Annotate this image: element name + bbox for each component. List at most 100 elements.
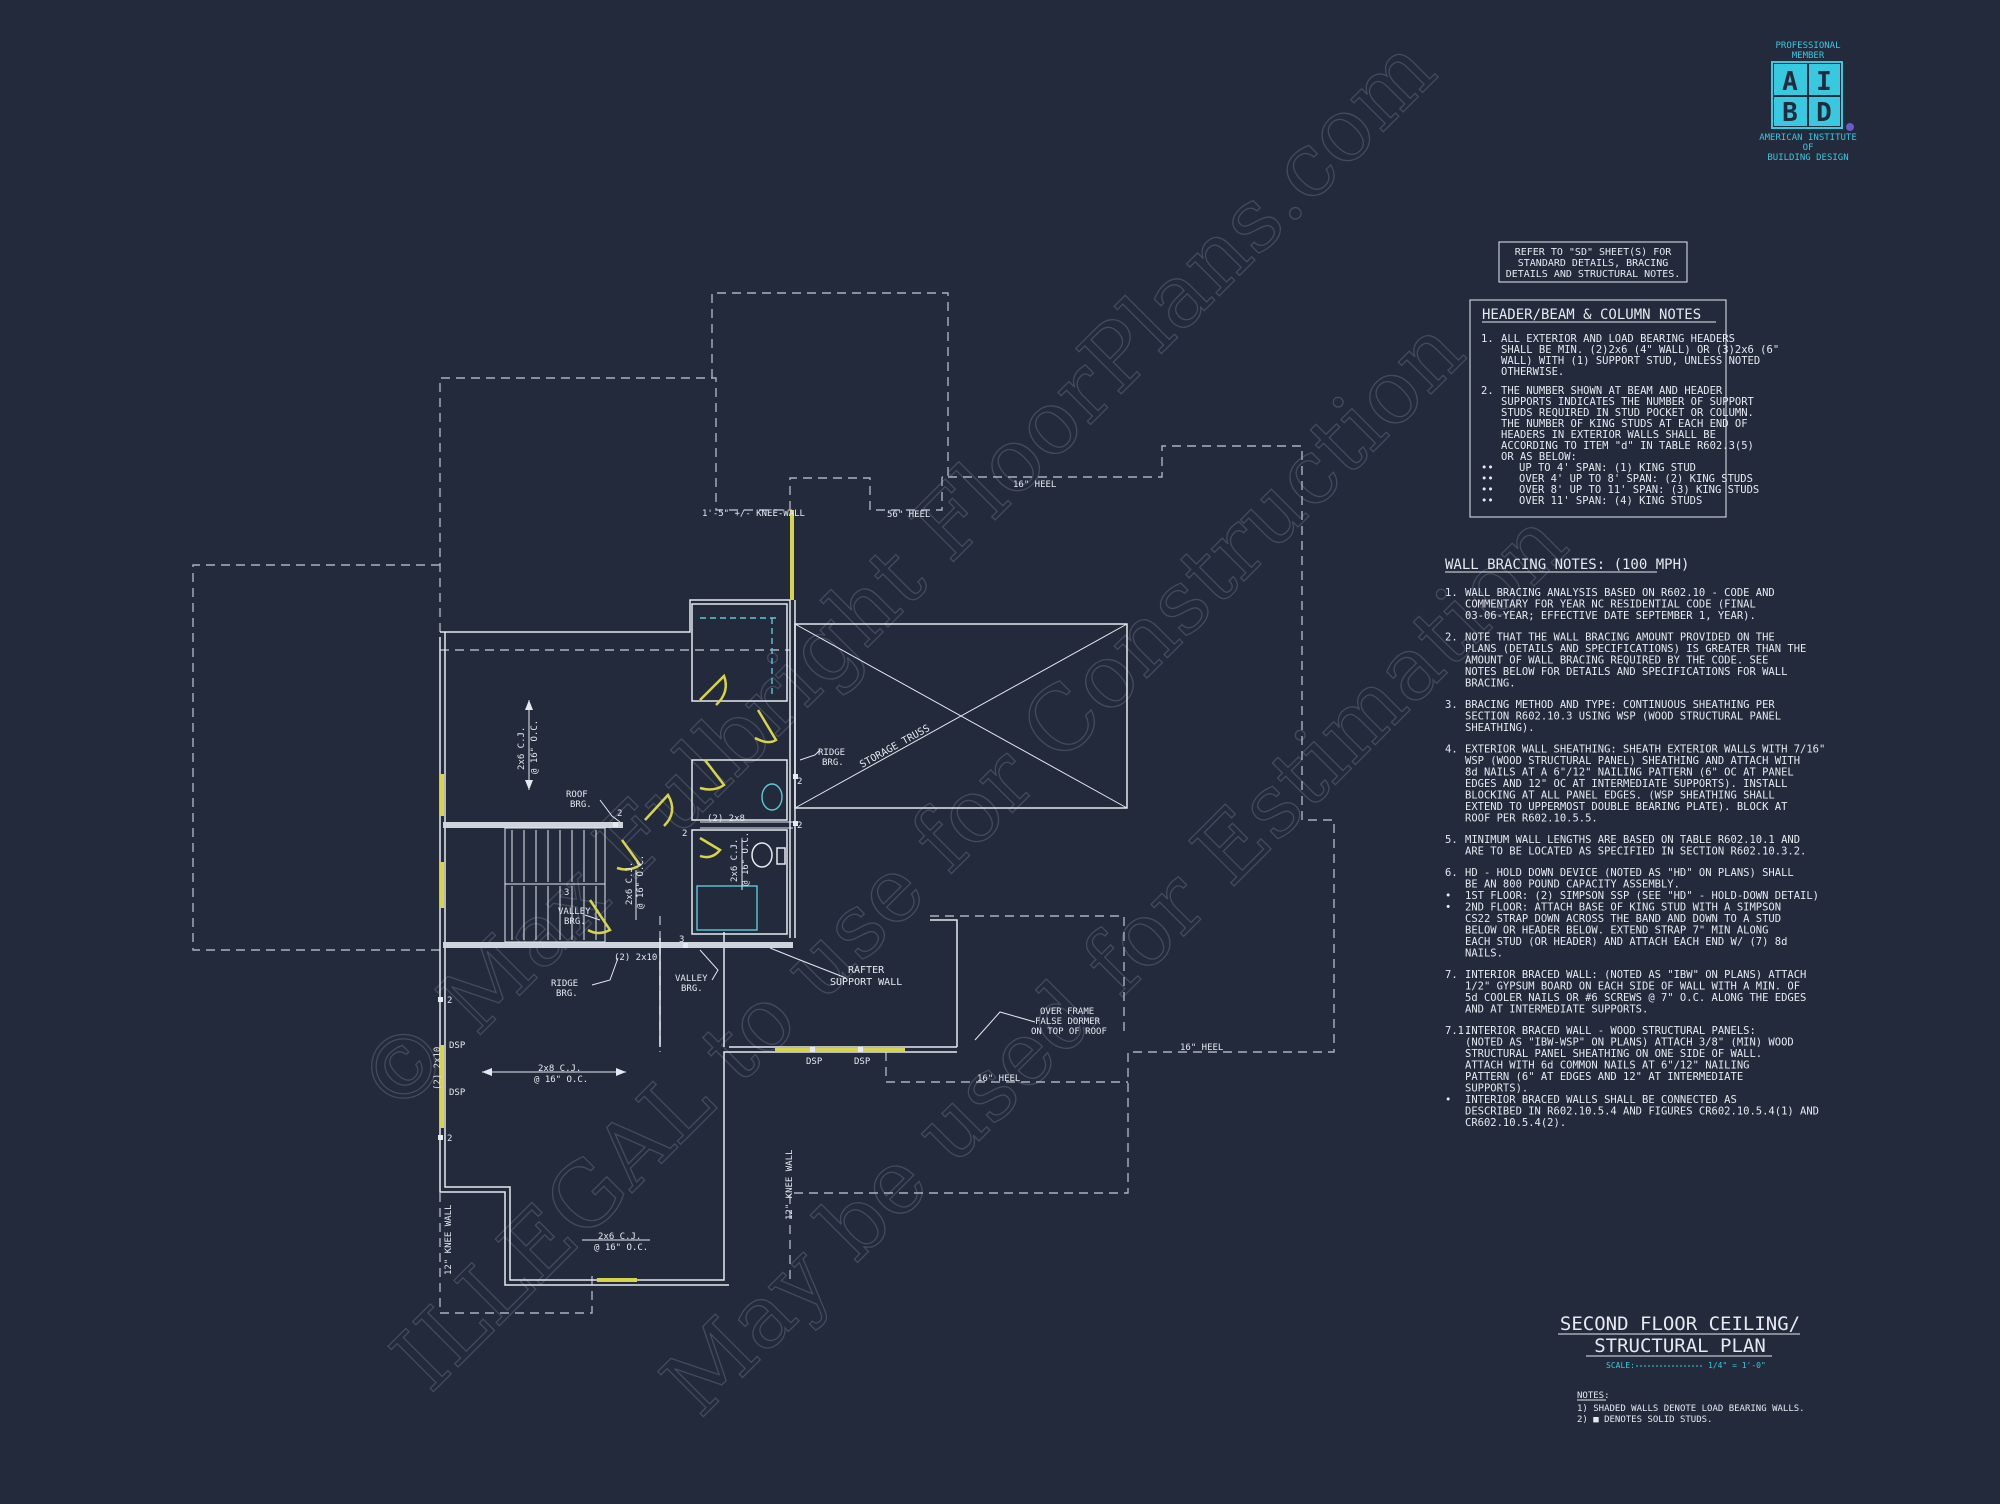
bracing-note-line: ROOF PER R602.10.5.5. [1465,813,1598,825]
door-swings [587,673,778,935]
heel-16-right-label: 16" HEEL [1180,1043,1223,1053]
watermark-line-2: ILLEGAL to use for Construction [372,299,1483,1410]
beam-2x8-label: (2) 2x8 [707,814,745,824]
valley-brg-1-label: VALLEY [558,907,591,917]
bracing-note-line: 1ST FLOOR: (2) SIMPSON SSP (SEE "HD" - H… [1465,890,1819,902]
bracing-note-num: • [1445,890,1451,902]
over-frame-label-2: FALSE DORMER [1035,1017,1101,1027]
stairs [504,827,606,943]
bracing-note-line: INTERIOR BRACED WALL: (NOTED AS "IBW" ON… [1465,969,1806,981]
bracing-note-num: 7.1. [1445,1025,1470,1037]
bracing-note-line: WSP (WOOD STRUCTURAL PANEL) SHEATHING AN… [1465,755,1800,767]
bracing-note-line: NOTES BELOW FOR DETAILS AND SPECIFICATIO… [1465,666,1787,678]
plan-title-block: SECOND FLOOR CEILING/ STRUCTURAL PLAN SC… [1558,1313,1805,1425]
header-note-num: •• [1481,473,1494,485]
cj-mid-label-2: @ 16" O.C. [534,1075,588,1085]
refer-line-2: STANDARD DETAILS, BRACING [1518,258,1669,269]
valley-brg-2-label-2: BRG. [681,984,703,994]
bracing-note-line: ARE TO BE LOCATED AS SPECIFIED IN SECTIO… [1465,846,1806,858]
bracing-note-line: COMMENTARY FOR YEAR NC RESIDENTIAL CODE … [1465,599,1756,611]
beams [443,821,793,948]
bracing-note-num: 3. [1445,699,1458,711]
refer-line-3: DETAILS AND STRUCTURAL NOTES. [1506,269,1681,280]
roof-brg-label-2: BRG. [570,800,592,810]
header-note-line: STUDS REQUIRED IN STUD POCKET OR COLUMN. [1501,407,1754,419]
bracing-note-line: 5d COOLER NAILS OR #6 SCREWS @ 7" O.C. A… [1465,992,1806,1004]
dsp-label-1: DSP [449,1041,466,1051]
header-note-line: ALL EXTERIOR AND LOAD BEARING HEADERS [1501,333,1735,345]
watermark-line-1: © Max Fulbright FloorPlans.com [337,17,1455,1135]
bracing-note-line: PLANS (DETAILS AND SPECIFICATIONS) IS GR… [1465,643,1806,655]
header-note-num: 2. [1481,385,1494,397]
bracing-note-line: EDGES AND 12" OC AT INTERMEDIATE SUPPORT… [1465,778,1787,790]
bracing-note-num: 4. [1445,744,1458,756]
logo-letter-b: B [1782,98,1798,128]
bracing-note-num: 6. [1445,867,1458,879]
over-frame-label-3: ON TOP OF ROOF [1031,1027,1107,1037]
header-note-line: OR AS BELOW: [1501,451,1577,463]
bracing-note-line: CS22 STRAP DOWN ACROSS THE BAND AND DOWN… [1465,913,1781,925]
bracing-note-num: 1. [1445,587,1458,599]
rafter-label: RAFTER [848,965,885,976]
cj-arrows [482,700,743,1241]
bracing-note-line: CR602.10.5.4(2). [1465,1117,1566,1129]
wall-bracing-notes: WALL BRACING NOTES: (100 MPH) 1.WALL BRA… [1445,557,1825,1129]
plan-notes-title: NOTES: [1577,1391,1610,1401]
bracing-note-line: INTERIOR BRACED WALL - WOOD STRUCTURAL P… [1465,1025,1756,1037]
bracing-note-line: 8d NAILS AT A 6"/12" NAILING PATTERN (6"… [1465,767,1794,779]
plan-title-line-2: STRUCTURAL PLAN [1594,1335,1766,1357]
exterior-walls [439,599,958,1286]
logo-letter-a: A [1782,67,1798,97]
bracing-note-num: 2. [1445,632,1458,644]
logo-letter-i: I [1816,67,1832,97]
bracing-note-line: 2ND FLOOR: ATTACH BASE OF KING STUD WITH… [1465,902,1781,914]
ridge-brg-2-label-2: BRG. [556,989,578,999]
stud-count-5: 2 [447,996,452,1006]
bracing-note-line: 03-06-YEAR; EFFECTIVE DATE SEPTEMBER 1, … [1465,610,1756,622]
bracing-note-line: BELOW OR HEADER BELOW. EXTEND STRAP 7" M… [1465,925,1768,937]
valley-brg-2-label: VALLEY [675,974,708,984]
rafter-label-2: SUPPORT WALL [830,977,902,988]
cj-bottom-label: 2x6 C.J. [598,1232,641,1242]
over-frame-label: OVER FRAME [1040,1007,1094,1017]
bracing-note-line: EXTEND TO UPPERMOST DOUBLE BEARING PLATE… [1465,801,1788,813]
cj-mid-label: 2x8 C.J. [538,1064,581,1074]
plan-notes-line-2: 2) ■ DENOTES SOLID STUDS. [1577,1415,1712,1425]
knee-wall-left-label: 12" KNEE WALL [444,1205,454,1275]
header-note-num: •• [1481,495,1494,507]
bracing-note-line: INTERIOR BRACED WALLS SHALL BE CONNECTED… [1465,1094,1737,1106]
bracing-note-num: 5. [1445,834,1458,846]
logo-top-line-1: PROFESSIONAL [1775,41,1840,51]
cj-small-label: 2x6 C.J. [625,862,635,905]
ridge-brg-1-label-2: BRG. [822,758,844,768]
bracing-note-line: EACH STUD (OR HEADER) AND ATTACH EACH EN… [1465,936,1787,948]
stud-count-1: 2 [617,809,622,819]
watermark: © Max Fulbright FloorPlans.com ILLEGAL t… [336,17,1587,1436]
ridge-brg-2-label: RIDGE [551,979,578,989]
bracing-note-num: • [1445,902,1451,914]
heel-56-label: 56" HEEL [887,510,930,520]
stud-count-3: 2 [797,777,802,787]
bracing-note-line: PATTERN (6" AT EDGES AND 12" AT INTERMED… [1465,1071,1743,1083]
stud-count-2: 2 [682,829,687,839]
header-note-line: HEADERS IN EXTERIOR WALLS SHALL BE [1501,429,1716,441]
header-note-num: 1. [1481,333,1494,345]
header-note-line: THE NUMBER OF KING STUDS AT EACH END OF [1501,418,1748,430]
load-bearing-walls [440,510,905,1282]
ridge-brg-1-label: RIDGE [818,748,845,758]
bracing-note-line: AMOUNT OF WALL BRACING REQUIRED BY THE C… [1465,655,1768,667]
bracing-note-line: BE AN 800 POUND CAPACITY ASSEMBLY. [1465,879,1680,891]
cj-bath-label: 2x6 C.J. [730,839,740,882]
header-notes-lines: 1. ALL EXTERIOR AND LOAD BEARING HEADERS S… [1481,333,1779,507]
bracing-note-line: SHEATHING). [1465,722,1535,734]
bracing-note-line: 1/2" GYPSUM BOARD ON EACH SIDE OF WALL W… [1465,981,1800,993]
cj-top-label: 2x6 C.J. [517,727,527,770]
heel-16-bottom-label: 16" HEEL [977,1074,1020,1084]
header-note-line: OVER 11' SPAN: (4) KING STUDS [1519,495,1702,507]
cj-bath-label-2: @ 16" O.C. [741,832,751,886]
header-note-line: THE NUMBER SHOWN AT BEAM AND HEADER [1501,385,1723,397]
bracing-note-line: SECTION R602.10.3 USING WSP (WOOD STRUCT… [1465,711,1781,723]
knee-wall-top-label: 1'-5" +/- KNEE-WALL [702,509,805,519]
